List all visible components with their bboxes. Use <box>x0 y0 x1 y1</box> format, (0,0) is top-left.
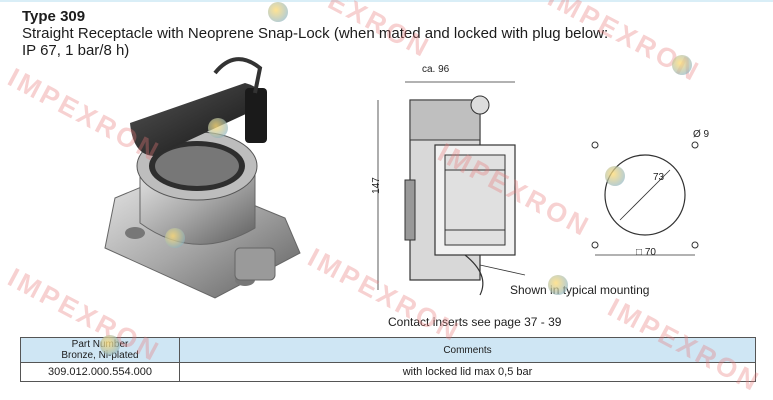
table-row: 309.012.000.554.000 with locked lid max … <box>20 362 756 382</box>
section-drawing <box>377 81 526 296</box>
comment-cell: with locked lid max 0,5 bar <box>179 362 756 382</box>
watermark-globe-icon <box>268 2 288 22</box>
parts-table: Part Number Bronze, Ni-plated Comments 3… <box>20 337 756 382</box>
contact-note: Contact inserts see page 37 - 39 <box>388 315 562 329</box>
part-number-header: Part Number Bronze, Ni-plated <box>20 337 180 363</box>
comments-header: Comments <box>179 337 756 363</box>
subtitle-line-1: Straight Receptacle with Neoprene Snap-L… <box>22 25 609 42</box>
part-number-header-line-1: Part Number <box>71 339 129 350</box>
subtitle-line-2: IP 67, 1 bar/8 h) <box>22 42 130 59</box>
pitch-label: 73 <box>653 172 665 183</box>
height-dimension-label: 147 <box>370 177 382 194</box>
page-subtitle: Straight Receptacle with Neoprene Snap-L… <box>22 25 772 59</box>
part-number-cell: 309.012.000.554.000 <box>20 362 180 382</box>
page-title: Type 309 <box>22 8 86 25</box>
hole-diameter-label: Ø 9 <box>693 129 710 140</box>
top-rule <box>0 0 773 2</box>
part-number-header-line-2: Bronze, Ni-plated <box>61 350 139 361</box>
width-dimension-label: ca. 96 <box>422 64 450 75</box>
table-header-row: Part Number Bronze, Ni-plated Comments <box>20 337 756 363</box>
mounting-note: Shown in typical mounting <box>510 283 650 297</box>
flange-diagram <box>591 141 699 256</box>
square-label: □ 70 <box>636 247 656 258</box>
receptacle-photo <box>104 57 301 299</box>
